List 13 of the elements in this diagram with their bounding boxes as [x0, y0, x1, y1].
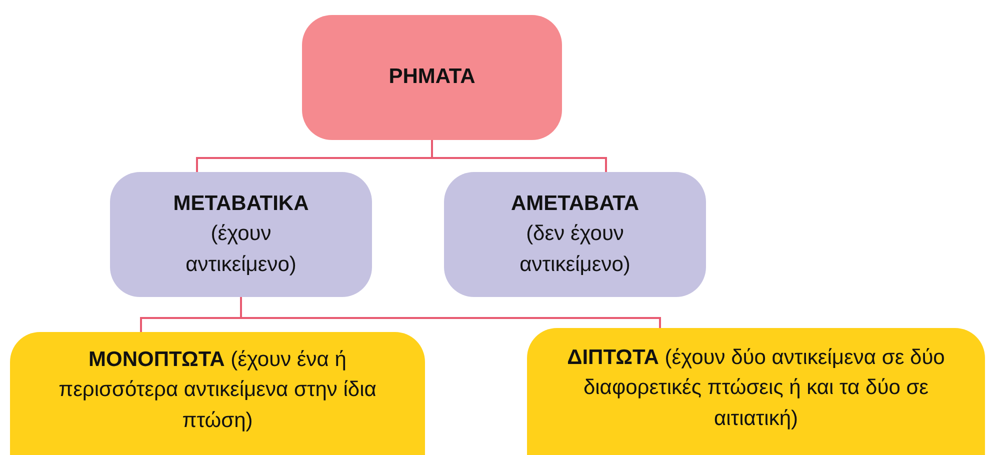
- subcategory-box: [527, 328, 985, 455]
- category-box: [110, 172, 372, 297]
- subcategory-box: [10, 332, 425, 455]
- connector-line: [431, 140, 607, 172]
- description-text: (δεν έχουν αντικείμενο): [518, 221, 632, 278]
- description-text: ΔΙΠΤΩΤΑ (έχουν δύο αντικείμενα σε δύο διαφορετικές πτώσεις ή και τα δύο σε αιτιατική): [566, 344, 946, 432]
- root-box: [302, 15, 562, 140]
- heading-text: ΜΕΤΑΒΑΤΙΚΑ: [173, 190, 309, 217]
- category-box: [444, 172, 706, 297]
- heading-text: ΑΜΕΤΑΒΑΤΑ: [510, 190, 640, 217]
- description-text: ΜΟΝΟΠΤΩΤΑ (έχουν ένα ή περισσότερα αντικείμενα στην ίδια πτώση): [58, 346, 378, 434]
- description-text: (έχουν αντικείμενο): [184, 221, 298, 278]
- heading-text: ΡΗΜΑΤΑ: [388, 64, 476, 90]
